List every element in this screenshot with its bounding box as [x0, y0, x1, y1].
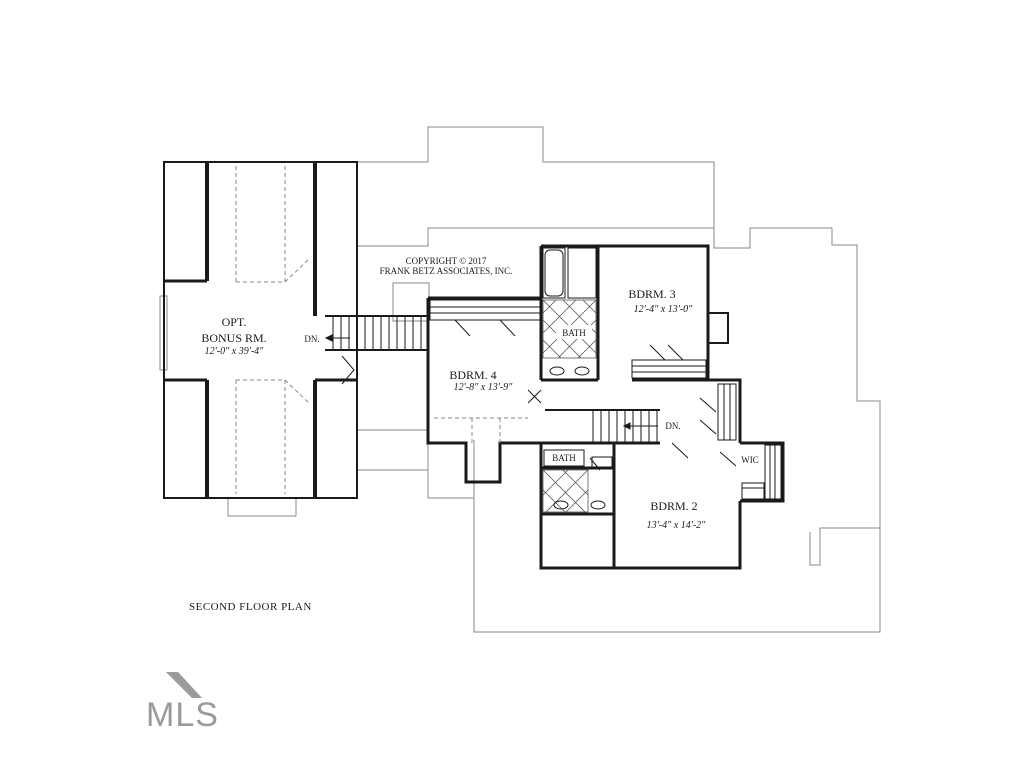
mls-watermark-text: MLS — [146, 696, 219, 734]
plan-caption: SECOND FLOOR PLAN — [189, 601, 312, 613]
roof-outline — [159, 126, 881, 633]
bonus-room-name2: BONUS RM. — [201, 331, 266, 345]
bonus-room-name: OPT. — [222, 315, 247, 329]
bonus-stair-down-label: DN. — [304, 334, 319, 344]
door-swings — [341, 319, 737, 471]
bath-lower-label: BATH — [552, 453, 576, 463]
bonus-room — [163, 161, 358, 499]
copyright-line1: COPYRIGHT © 2017 — [406, 256, 487, 266]
bath-fixtures — [542, 247, 613, 510]
bdrm4-dims: 12'-8" x 13'-9" — [454, 382, 514, 393]
ceiling-lines — [434, 417, 528, 443]
main-stair-down-label: DN. — [665, 421, 680, 431]
bdrm3-dims: 12'-4" x 13'-0" — [634, 304, 694, 315]
bonus-room-dims: 12'-0" x 39'-4" — [205, 346, 265, 357]
copyright-line2: FRANK BETZ ASSOCIATES, INC. — [380, 266, 513, 276]
closets — [429, 299, 782, 500]
wic-label: WIC — [741, 455, 759, 465]
bath-upper-label: BATH — [562, 328, 586, 338]
mls-logo-icon — [166, 672, 202, 698]
bdrm2-dims: 13'-4" x 14'-2" — [647, 520, 707, 531]
exterior-walls — [426, 244, 785, 570]
bdrm3-name: BDRM. 3 — [628, 287, 675, 301]
main-stair — [545, 409, 660, 444]
bonus-stair — [324, 315, 428, 351]
bdrm4-name: BDRM. 4 — [449, 368, 496, 382]
bdrm2-name: BDRM. 2 — [650, 499, 697, 513]
